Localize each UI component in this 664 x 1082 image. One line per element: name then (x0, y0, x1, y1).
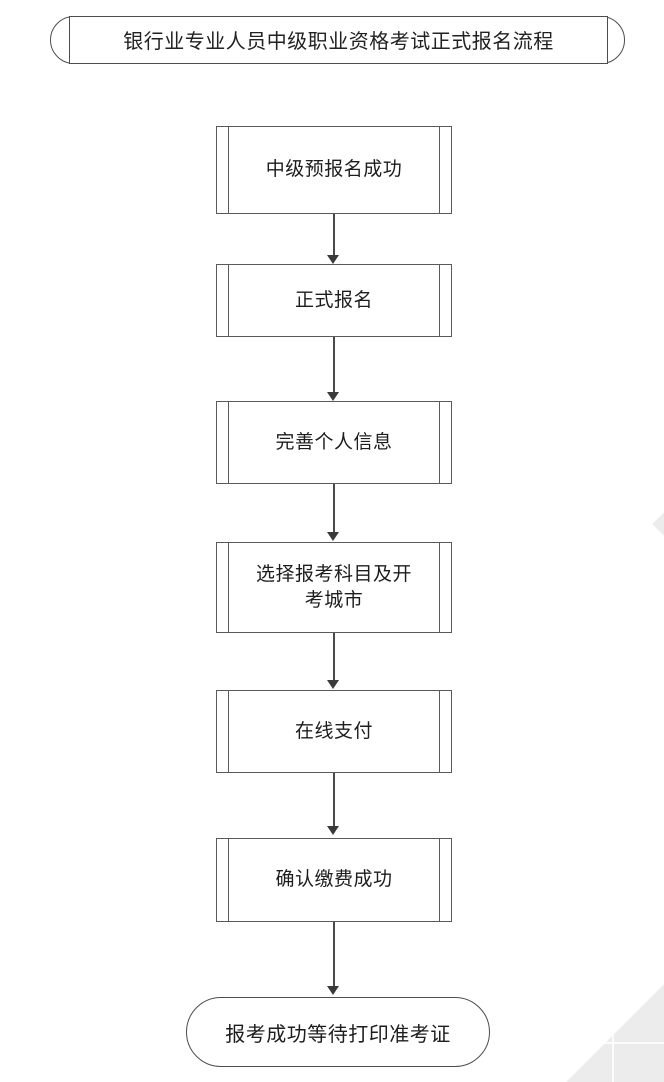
flow-node-label: 报考成功等待打印准考证 (225, 1023, 451, 1046)
arrowhead-3-icon (327, 532, 339, 541)
flow-node-label: 确认缴费成功 (275, 869, 393, 891)
flow-node-label: 在线支付 (294, 720, 373, 742)
process-left-bar (228, 263, 229, 338)
flow-node-step-2[interactable]: 正式报名 (216, 263, 452, 338)
flow-node-step-4[interactable]: 选择报考科目及开 考城市 (216, 541, 452, 634)
arrowhead-6-icon (327, 986, 339, 995)
process-left-bar (228, 689, 229, 774)
connector-3 (333, 484, 335, 534)
diagram-title-inner-frame: 银行业专业人员中级职业资格考试正式报名流程 (69, 15, 608, 64)
connector-4 (333, 633, 335, 683)
process-left-bar (228, 125, 229, 215)
process-left-bar (228, 541, 229, 634)
arrowhead-5-icon (327, 826, 339, 835)
flow-node-step-7[interactable]: 报考成功等待打印准考证 (186, 997, 490, 1067)
arrowhead-4-icon (327, 680, 339, 689)
process-right-bar (439, 541, 440, 634)
flow-node-step-3[interactable]: 完善个人信息 (216, 400, 452, 485)
process-left-bar (228, 837, 229, 923)
diagram-title-shape: 银行业专业人员中级职业资格考试正式报名流程 (50, 15, 625, 64)
process-right-bar (439, 263, 440, 338)
flow-node-label: 中级预报名成功 (265, 159, 403, 181)
flow-node-step-6[interactable]: 确认缴费成功 (216, 837, 452, 923)
process-left-bar (228, 400, 229, 485)
arrowhead-1-icon (327, 255, 339, 264)
page-title: 银行业专业人员中级职业资格考试正式报名流程 (123, 31, 554, 54)
process-right-bar (439, 125, 440, 215)
connector-6 (333, 922, 335, 988)
connector-2 (333, 337, 335, 393)
flow-node-label: 选择报考科目及开 考城市 (255, 564, 412, 611)
connector-5 (333, 773, 335, 827)
flow-node-step-1[interactable]: 中级预报名成功 (216, 125, 452, 215)
flow-node-label: 正式报名 (294, 289, 373, 311)
flow-node-label: 完善个人信息 (275, 431, 393, 453)
process-right-bar (439, 400, 440, 485)
connector-1 (333, 214, 335, 260)
arrowhead-2-icon (327, 392, 339, 401)
flow-node-step-5[interactable]: 在线支付 (216, 689, 452, 774)
process-right-bar (439, 837, 440, 923)
process-right-bar (439, 689, 440, 774)
